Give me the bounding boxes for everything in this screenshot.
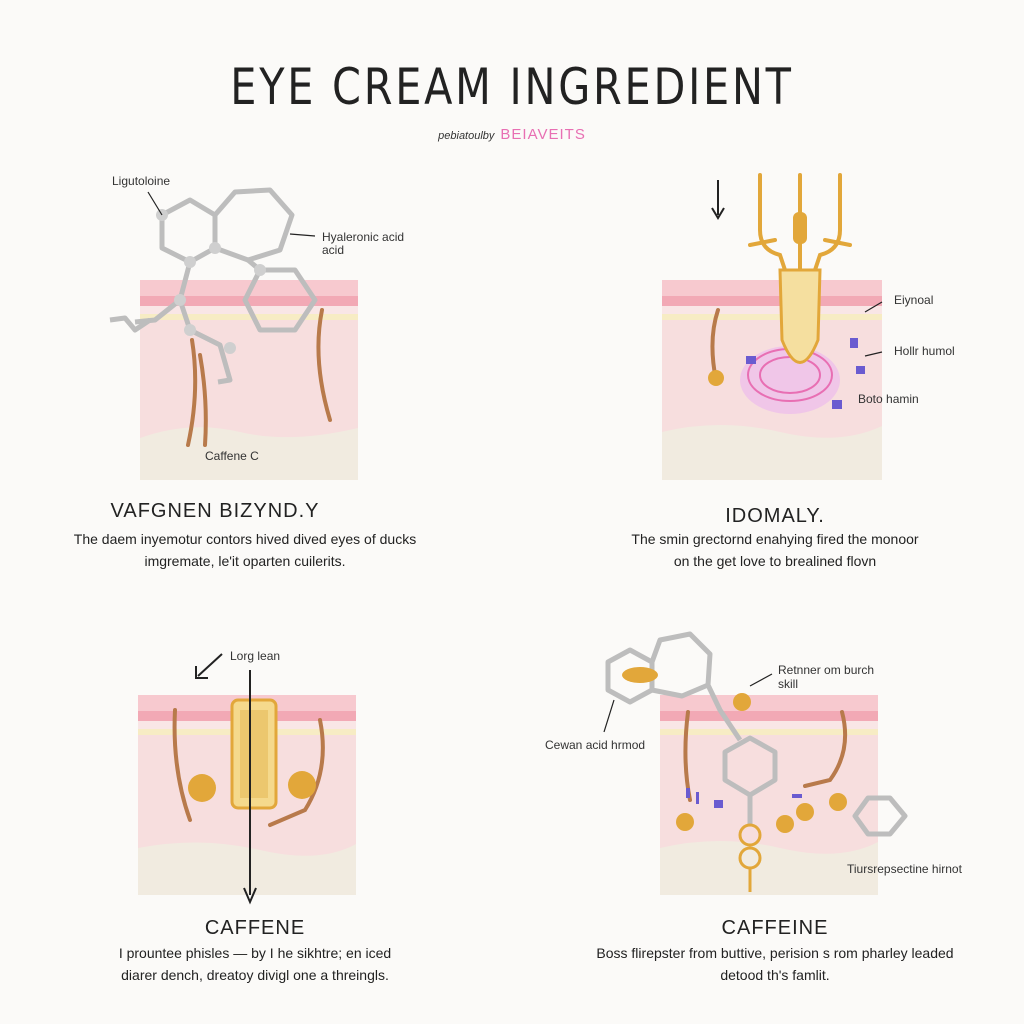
byline-brand: BEIAVEITS [500, 126, 586, 143]
gold-particle-right [288, 771, 316, 799]
callout-lines [147, 191, 316, 237]
diagonal-arrow [197, 653, 223, 677]
callout-lines [864, 301, 883, 357]
panel-2-desc-line-1: The smin grectornd enahying fired the mo… [631, 531, 919, 547]
label-caffene-c: Caffene C [205, 449, 259, 463]
label-retnner-om-burch: Retnner om burch [778, 663, 875, 677]
panel-1-illustration [109, 187, 358, 480]
applicator-tip [778, 268, 822, 364]
panel-4-desc-line-1: Boss flirepster from buttive, perision s… [596, 945, 954, 961]
molecule-structure [605, 631, 908, 837]
byline-prefix: pebiatoulby [438, 130, 495, 142]
gold-particle [708, 370, 724, 386]
gold-particle-molecule [622, 667, 658, 683]
label-ligutoloine: Ligutoloine [112, 174, 171, 188]
label-acid: acid [322, 243, 345, 257]
label-hyaleronic-acid: Hyaleronic acid [322, 230, 405, 244]
panel-3-desc-line-2: diarer dench, dreatoy divigl one a threi… [121, 967, 389, 983]
panel-4-illustration [603, 631, 908, 895]
panel-2-illustration [662, 173, 883, 480]
active-molecules [746, 338, 865, 409]
callout-lines [603, 673, 773, 733]
panel-1-desc-line-1: The daem inyemotur contors hived dived e… [73, 531, 417, 547]
molecule-structure [109, 187, 318, 385]
panel-1-heading: VAFGNEN BIZYND.Y [110, 500, 320, 522]
byline: pebiatoulby BEIAVEITS [0, 126, 1024, 143]
panel-2-heading: IDOMALY. [725, 505, 825, 527]
label-tiursrepsectine-hirnot: Tiursrepsectine hirnot [847, 862, 962, 876]
page-title: EYE CREAM INGREDIENT [230, 58, 794, 116]
label-cewan-acid-hrmod: Cewan acid hrmod [545, 738, 646, 752]
panel-3-heading: CAFFENE [204, 917, 306, 939]
panel-3-illustration [138, 653, 356, 905]
label-lorg-lean: Lorg lean [230, 649, 281, 663]
active-molecules [686, 788, 802, 808]
panel-4-desc-line-2: detood th's famlit. [720, 967, 830, 983]
label-eiynoal: Eiynoal [894, 293, 934, 307]
hair-follicles [186, 308, 332, 447]
panel-2-desc-line-2: on the get love to brealined flovn [673, 553, 877, 569]
panel-1-desc-line-2: imgremate, le'it oparten cuilerits. [144, 553, 346, 569]
applicator [748, 173, 852, 282]
gold-particle-left [188, 774, 216, 802]
gold-chain [738, 823, 762, 892]
panel-4-heading: CAFFEINE [721, 917, 829, 939]
label-hollr-humol: Hollr humol [894, 344, 955, 358]
applicator-chamber [793, 212, 807, 244]
hair-follicles [172, 708, 325, 827]
gold-particles [676, 693, 847, 833]
skin-cross-section [660, 695, 878, 895]
label-skill: skill [778, 677, 798, 691]
panel-3-desc-line-1: I prountee phisles — by I he sikhtre; en… [118, 945, 392, 961]
label-boto-hamin: Boto hamin [858, 392, 919, 406]
